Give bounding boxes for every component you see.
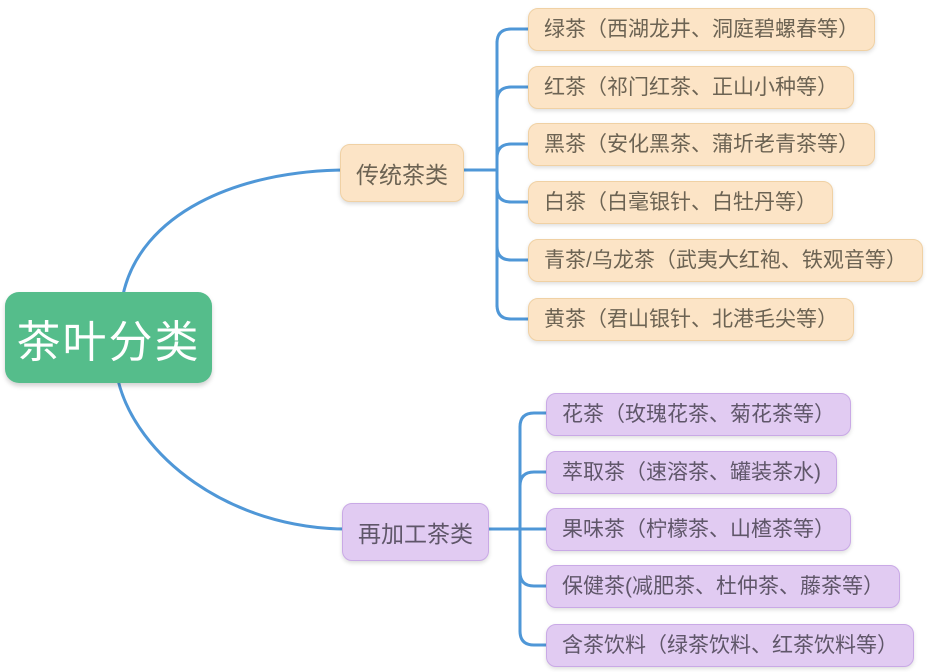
- leaf-node-flower-tea[interactable]: 花茶（玫瑰花茶、菊花茶等）: [546, 393, 851, 436]
- edge-to-flower-tea: [518, 411, 550, 429]
- edge-to-white-tea: [495, 186, 532, 204]
- branch-node-reprocessed-tea[interactable]: 再加工茶类: [342, 503, 489, 561]
- edge-to-tea-drink: [518, 629, 550, 647]
- edge-to-yellow-tea: [495, 303, 532, 321]
- edge-to-extract-tea: [518, 470, 550, 488]
- leaf-node-oolong-tea[interactable]: 青茶/乌龙茶（武夷大红袍、铁观音等）: [528, 239, 923, 282]
- root-node-tea-classification[interactable]: 茶叶分类: [5, 292, 212, 383]
- edge-to-dark-tea: [495, 142, 532, 160]
- leaf-node-dark-tea[interactable]: 黑茶（安化黑茶、蒲圻老青茶等）: [528, 123, 875, 166]
- branch-node-traditional-tea[interactable]: 传统茶类: [340, 144, 464, 202]
- leaf-node-red-tea[interactable]: 红茶（祁门红茶、正山小种等）: [528, 66, 854, 109]
- leaf-node-health-tea[interactable]: 保健茶(减肥茶、杜仲茶、藤茶等）: [546, 565, 900, 608]
- edge-to-green-tea: [495, 27, 532, 45]
- edge-to-oolong-tea: [495, 244, 532, 262]
- leaf-node-fruit-tea[interactable]: 果味茶（柠檬茶、山楂茶等）: [546, 508, 851, 551]
- leaf-node-extract-tea[interactable]: 萃取茶（速溶茶、罐装茶水): [546, 451, 837, 494]
- edge-to-black-red-tea: [495, 85, 532, 103]
- leaf-node-white-tea[interactable]: 白茶（白毫银针、白牡丹等）: [528, 181, 833, 224]
- leaf-node-yellow-tea[interactable]: 黄茶（君山银针、北港毛尖等）: [528, 298, 854, 341]
- leaf-node-green-tea[interactable]: 绿茶（西湖龙井、洞庭碧螺春等）: [528, 8, 875, 51]
- edge-to-health-tea: [518, 570, 550, 588]
- edge-root-to-traditional: [121, 168, 350, 297]
- leaf-node-tea-drink[interactable]: 含茶饮料（绿茶饮料、红茶饮料等）: [546, 624, 914, 667]
- edge-root-to-reprocessed: [116, 378, 350, 531]
